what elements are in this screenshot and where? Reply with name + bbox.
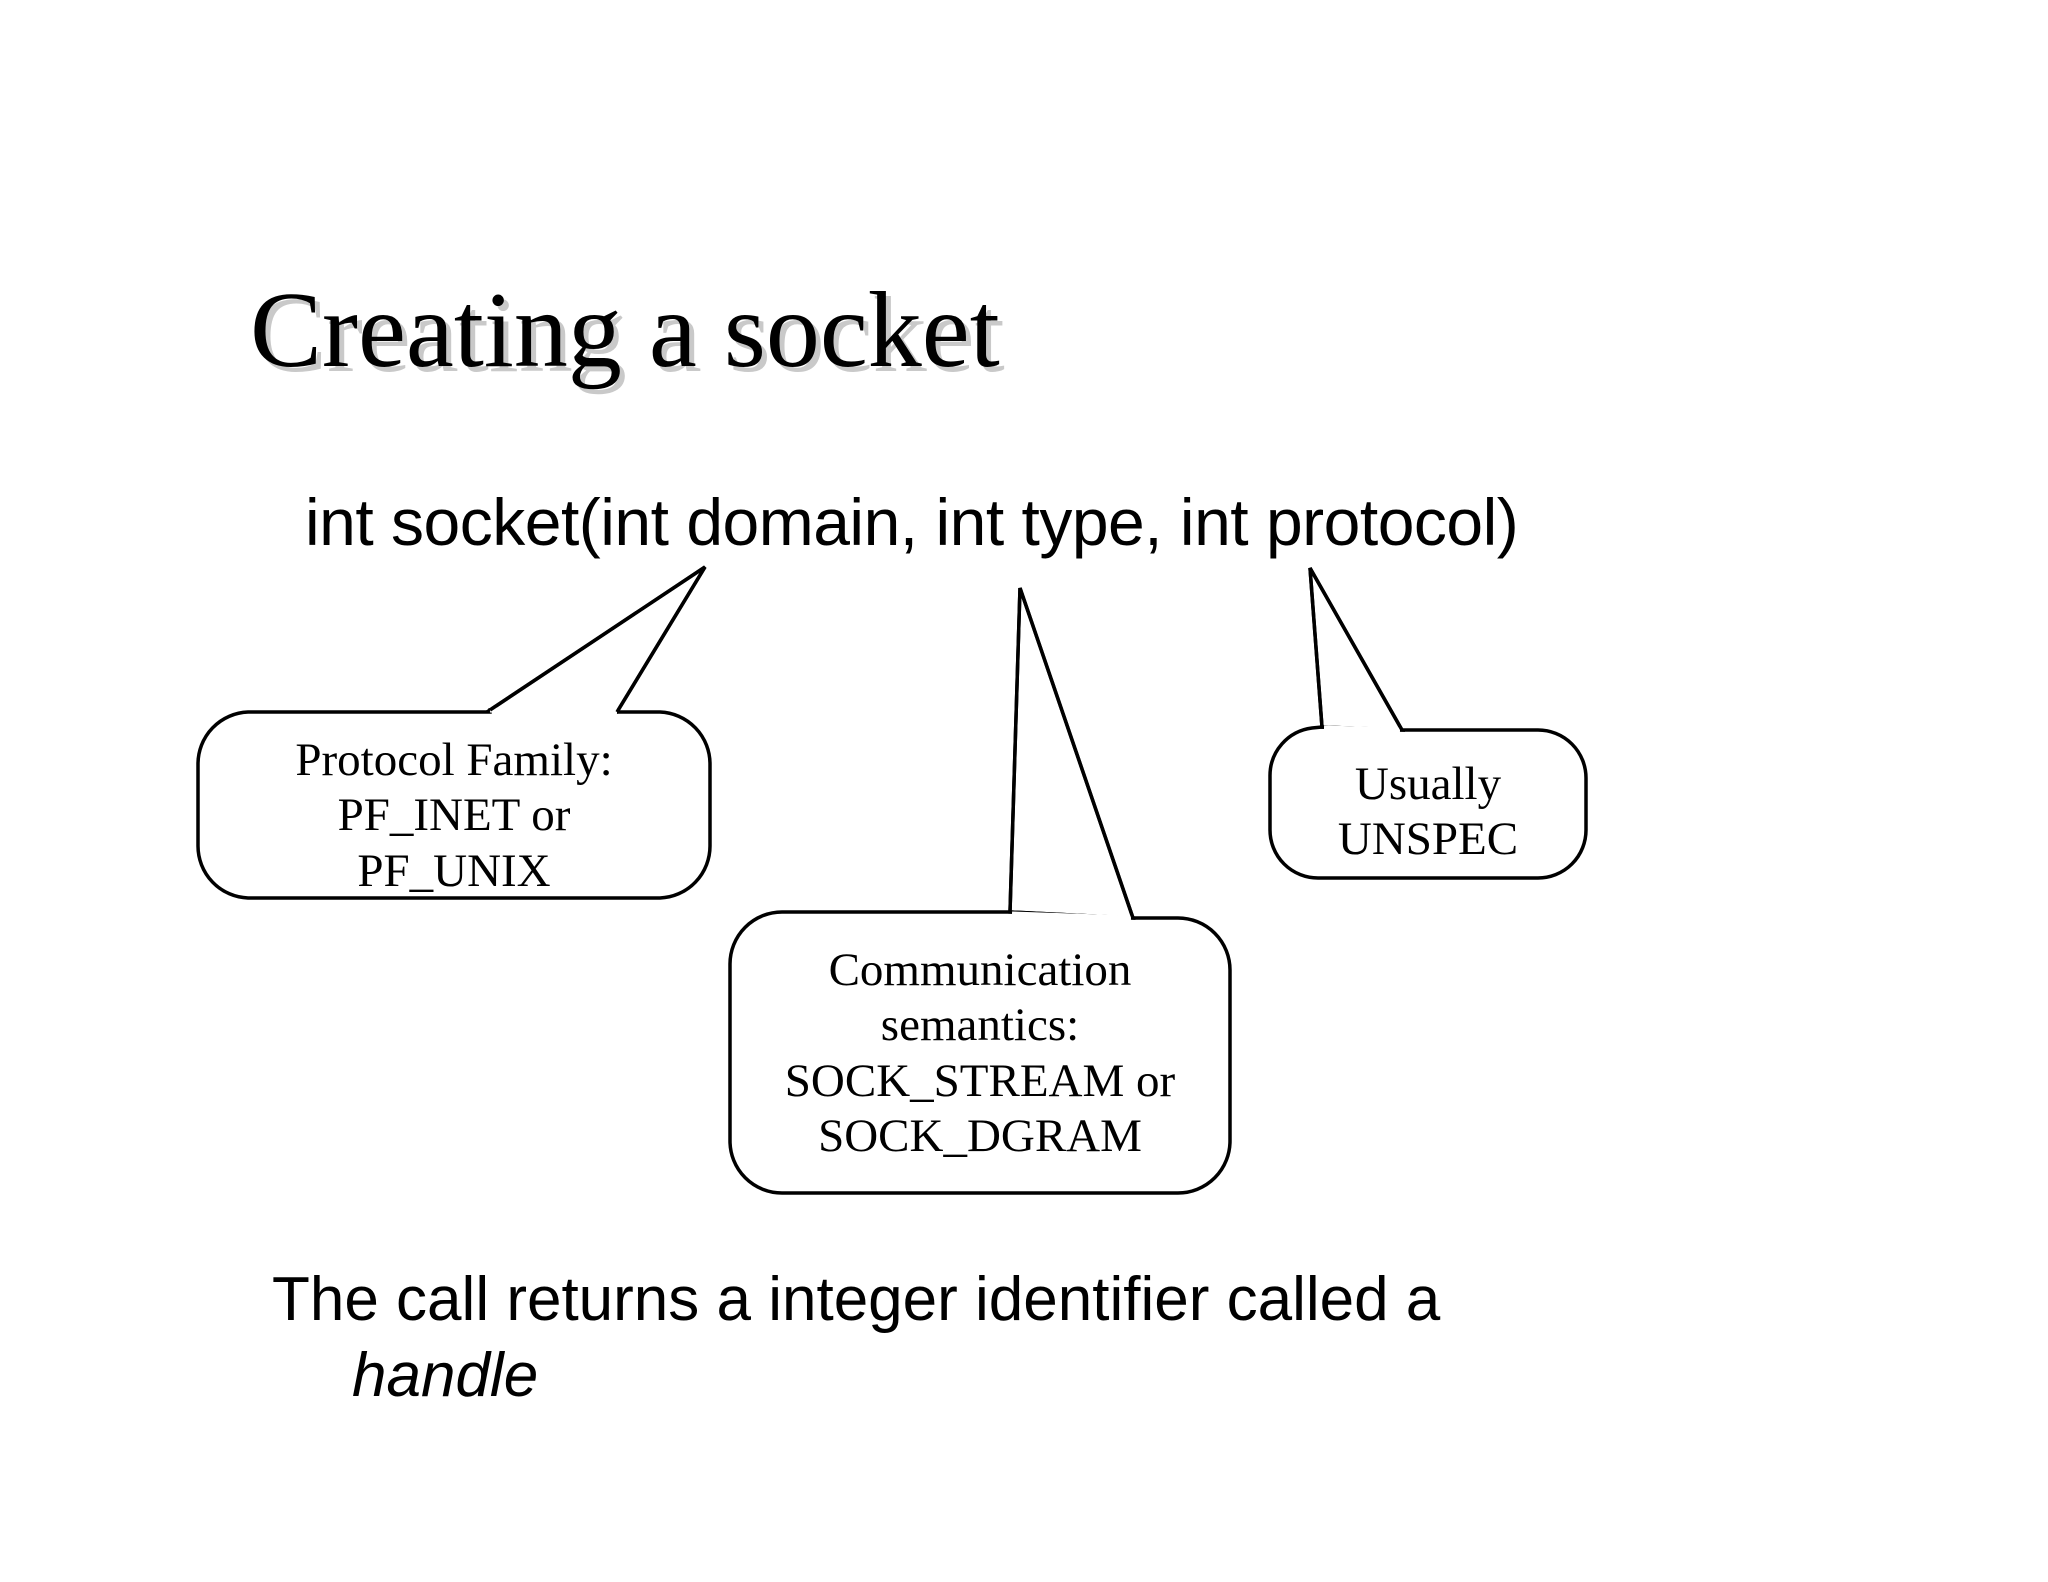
callout-tail-lines-protocol-family	[489, 565, 707, 713]
callout-label-communication-semantics: Communication semantics: SOCK_STREAM or …	[784, 944, 1176, 1163]
callout-tail-lines-usually-unspec	[1308, 567, 1404, 731]
page-title: Creating a socket	[250, 271, 1000, 390]
callout-tail-gap-protocol-family	[489, 707, 618, 715]
body-text-line1: The call returns a integer identifier ca…	[272, 1265, 1441, 1334]
body-text-emphasis-handle: handle	[352, 1340, 539, 1410]
callout-tail-gap-usually-unspec	[1323, 725, 1401, 733]
callout-tail-communication-semantics	[1008, 587, 1136, 920]
callout-label-usually-unspec: Usually UNSPEC	[1337, 758, 1519, 866]
callout-tail-lines-communication-semantics	[1008, 587, 1135, 919]
body-text-line2: handle	[272, 1338, 1772, 1414]
callout-tail-usually-unspec	[1308, 567, 1406, 732]
body-text: The call returns a integer identifier ca…	[272, 1262, 1772, 1413]
callout-tail-gap-communication-semantics	[1011, 911, 1132, 921]
callout-tail-protocol-family	[484, 565, 707, 714]
function-signature-text: int socket(int domain, int type, int pro…	[305, 485, 1519, 559]
callout-label-protocol-family: Protocol Family: PF_INET or PF_UNIX	[295, 734, 613, 897]
